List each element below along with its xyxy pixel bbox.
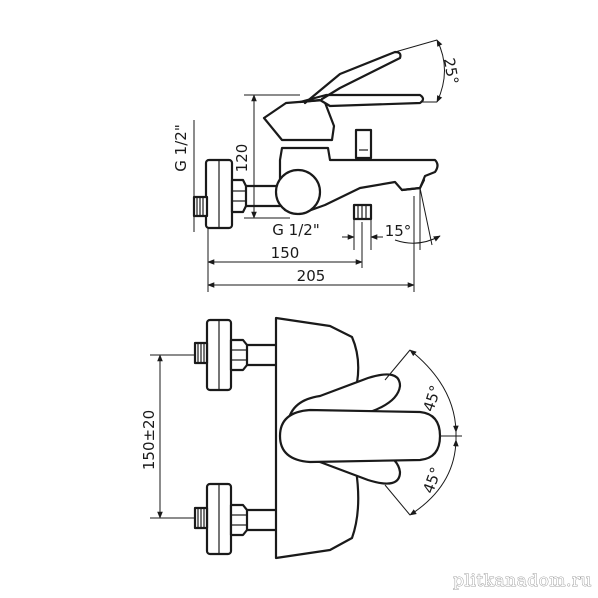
watermark: plitkanadom.ru [453,571,592,591]
dim-thread-spout-label: G 1/2" [272,221,319,239]
top-view: 150±20 45° 45° [140,316,462,560]
cartridge-circle [274,168,322,216]
dim-lever-angle-label: 25° [440,56,462,85]
dim-angle-lower-label: 45° [419,465,445,496]
dim-angle-upper-label: 45° [420,383,445,414]
connection-nut [230,178,248,214]
diverter-knob [354,128,373,160]
lower-nut [229,503,249,537]
handle-straight [278,408,442,464]
cartridge-housing [262,98,336,142]
dim-spacing-label: 150±20 [140,410,158,470]
upper-nut [229,338,249,372]
dim-inlet-width-label: 150 [271,244,300,262]
dim-total-width-label: 205 [297,267,326,285]
dim-height-label: 120 [233,144,251,173]
dim-thread-left-label: G 1/2" [172,124,190,171]
dim-spout-angle-label: 15° [385,222,412,240]
handle-lever [298,93,425,108]
side-view: 120 25° G 1/2" G 1/2" 15° 150 205 [172,39,462,292]
